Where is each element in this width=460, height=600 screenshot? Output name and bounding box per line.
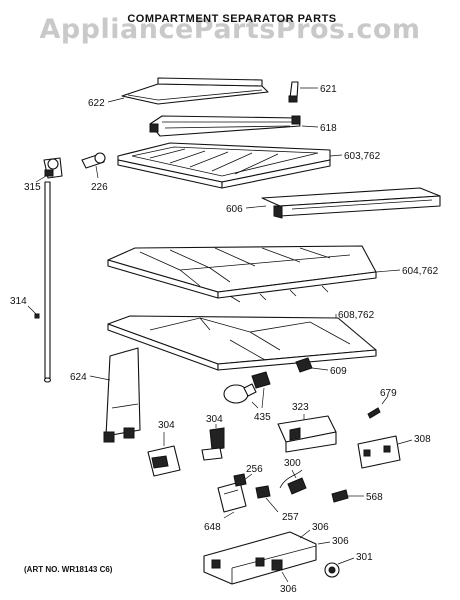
callout-604-762: 604,762 <box>402 266 439 277</box>
part-618-bar <box>149 115 301 137</box>
callout-304a: 304 <box>158 420 175 431</box>
part-304-switch <box>201 427 225 461</box>
callout-314: 314 <box>10 296 27 307</box>
part-622-cover <box>121 77 269 105</box>
callout-603-762: 603,762 <box>344 151 381 162</box>
callout-608-762: 608,762 <box>338 310 375 321</box>
part-648-switch <box>217 473 247 513</box>
callout-622: 622 <box>88 98 105 109</box>
callout-568: 568 <box>366 492 383 503</box>
callout-606: 606 <box>226 204 243 215</box>
callout-679: 679 <box>380 388 397 399</box>
part-226-cam <box>81 152 106 169</box>
part-315-bracket <box>43 157 63 179</box>
callout-306b: 306 <box>332 536 349 547</box>
callout-621: 621 <box>320 84 337 95</box>
callout-618: 618 <box>320 123 337 134</box>
part-257-connector <box>255 485 271 499</box>
callout-306c: 306 <box>280 584 297 595</box>
callout-315: 315 <box>24 182 41 193</box>
part-624-duct <box>103 347 141 443</box>
callout-308: 308 <box>414 434 431 445</box>
part-323-housing <box>277 415 337 453</box>
callout-301: 301 <box>356 552 373 563</box>
part-603-shelf <box>117 142 331 189</box>
watermark: AppliancePartsPros.com <box>39 14 420 45</box>
callout-300: 300 <box>284 458 301 469</box>
callout-323: 323 <box>292 402 309 413</box>
callout-257: 257 <box>282 512 299 523</box>
part-306-base <box>203 531 317 585</box>
part-314-rod <box>34 181 52 383</box>
part-300-clip <box>279 469 307 495</box>
art-number: (ART NO. WR18143 C6) <box>24 565 113 574</box>
callout-609: 609 <box>330 366 347 377</box>
part-606-drawer-front <box>261 187 441 219</box>
callout-256: 256 <box>246 464 263 475</box>
callout-624: 624 <box>70 372 87 383</box>
part-608-cover <box>107 315 377 371</box>
callout-226: 226 <box>91 182 108 193</box>
part-679-screw <box>367 407 381 419</box>
diagram-title: COMPARTMENT SEPARATOR PARTS <box>127 13 336 25</box>
part-621-clip <box>288 81 299 103</box>
callout-306a: 306 <box>312 522 329 533</box>
part-304-block <box>147 445 181 477</box>
part-308-bracket <box>357 435 401 469</box>
part-568-screw <box>331 489 349 503</box>
callout-304b: 304 <box>206 414 223 425</box>
part-435-bulb <box>223 371 271 404</box>
callout-648: 648 <box>204 522 221 533</box>
callout-435: 435 <box>254 412 271 423</box>
part-604-cover <box>107 245 377 303</box>
part-301-knob <box>324 562 340 578</box>
